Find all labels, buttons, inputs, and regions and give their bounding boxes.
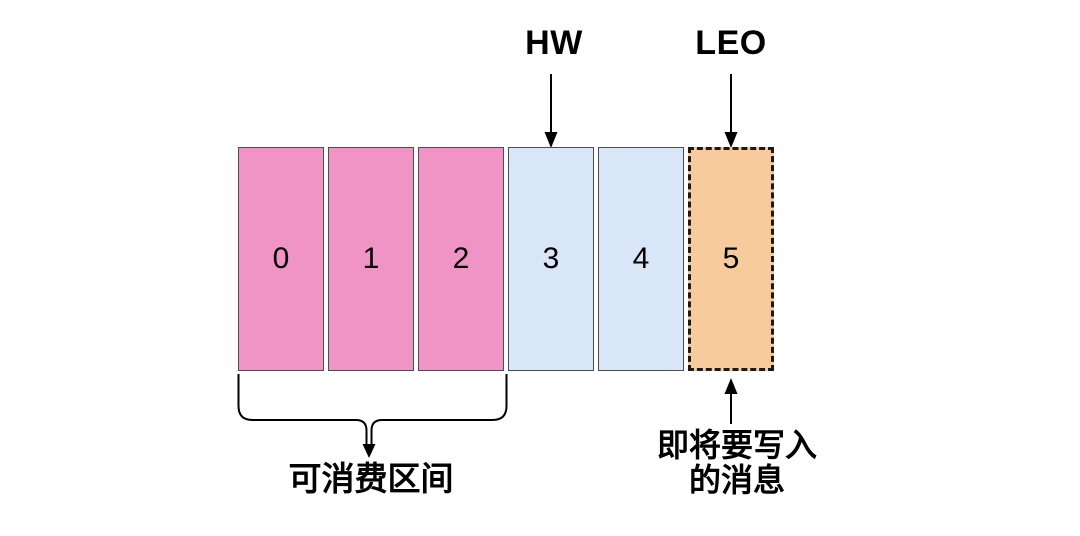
log-cell-4: 4 — [598, 147, 684, 371]
log-cell-5-incoming: 5 — [688, 147, 774, 371]
log-cell-label: 0 — [272, 242, 290, 275]
log-cell-3: 3 — [508, 147, 594, 371]
incoming-message-line1: 即将要写入 — [656, 427, 817, 463]
log-cell-2: 2 — [418, 147, 504, 371]
hw-arrow — [544, 74, 558, 148]
incoming-message-line2: 的消息 — [688, 462, 785, 498]
log-cell-label: 4 — [632, 242, 650, 275]
log-cell-label: 2 — [452, 242, 470, 275]
incoming-arrow — [724, 378, 738, 424]
consumable-brace — [237, 374, 508, 458]
hw-pointer-label: HW — [525, 24, 583, 62]
leo-arrow — [724, 74, 738, 148]
consumable-range-label: 可消费区间 — [288, 460, 454, 497]
log-cell-label: 5 — [722, 242, 740, 275]
log-cell-label: 3 — [542, 242, 560, 275]
log-cell-label: 1 — [362, 242, 380, 275]
incoming-message-label: 即将要写入 的消息 — [637, 428, 837, 498]
log-cell-1: 1 — [328, 147, 414, 371]
log-cell-0: 0 — [238, 147, 324, 371]
leo-pointer-label: LEO — [695, 24, 767, 62]
